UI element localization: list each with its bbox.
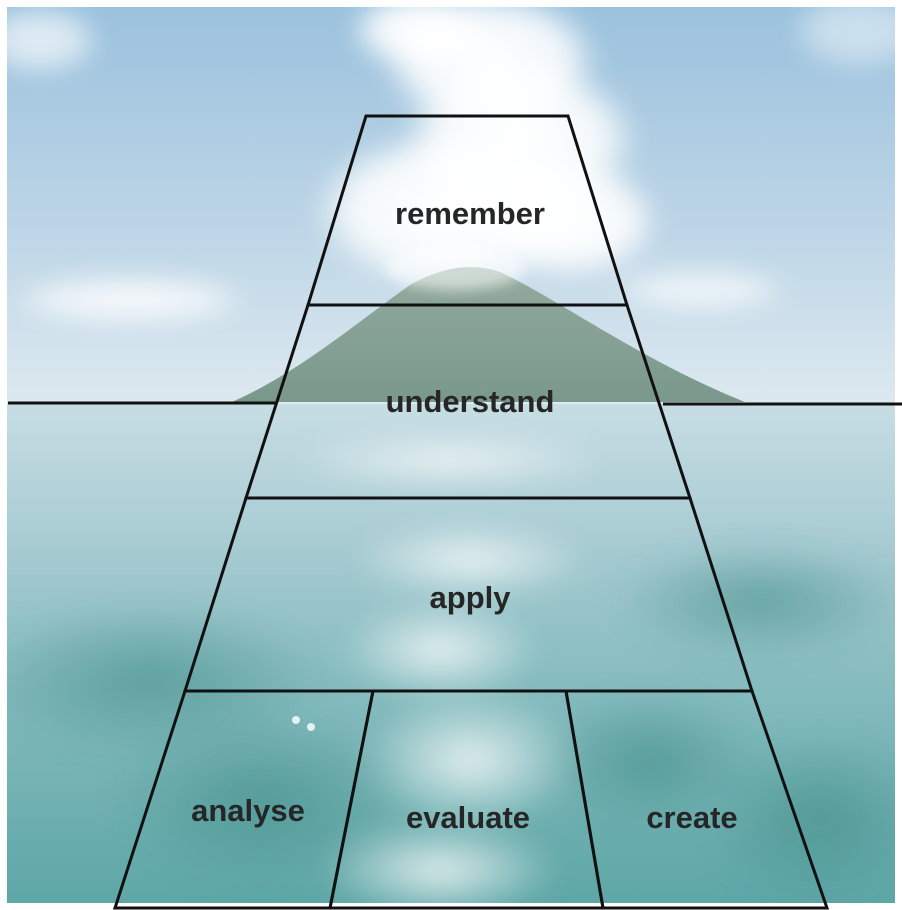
label-evaluate: evaluate (406, 800, 530, 835)
label-create: create (646, 800, 737, 835)
pyramid-outline (112, 114, 830, 910)
label-remember: remember (395, 196, 545, 231)
island (232, 267, 745, 402)
clouds (0, 0, 902, 325)
level-create-shape (564, 689, 830, 910)
label-understand: understand (386, 384, 555, 419)
label-apply: apply (430, 580, 512, 615)
label-analyse: analyse (191, 793, 305, 828)
